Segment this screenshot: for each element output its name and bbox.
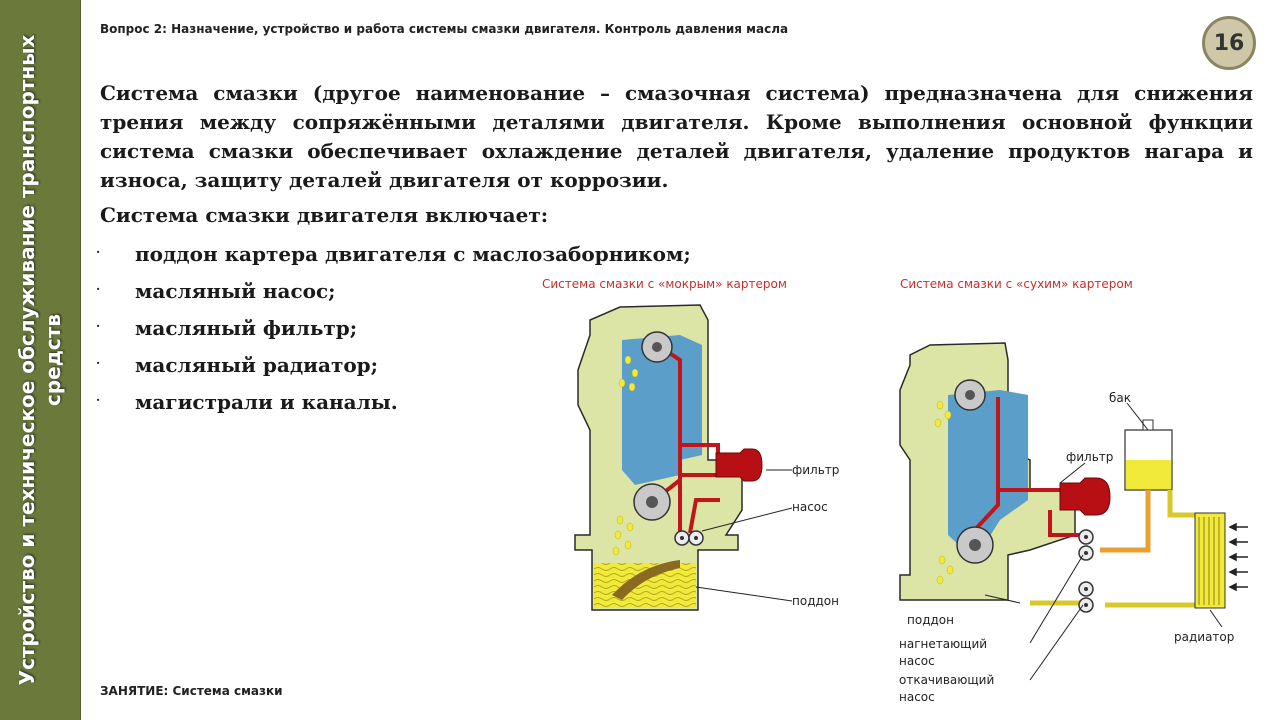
- dry-sump-label: поддон: [907, 613, 954, 627]
- wet-oil-intake: [612, 560, 680, 600]
- dry-scavenge-pump-label-2: насос: [899, 690, 935, 704]
- wet-filter-label: фильтр: [792, 463, 839, 477]
- list-item: · масляный фильтр;: [96, 311, 691, 348]
- dry-oil-radiator: [1194, 512, 1226, 609]
- bullet-icon: ·: [96, 393, 101, 407]
- slide-number-badge: 16: [1202, 16, 1256, 70]
- dry-oil-filter: [1059, 477, 1111, 516]
- dry-oil-lines: [968, 397, 1086, 537]
- bullet-icon: ·: [96, 245, 101, 259]
- list-item-text: масляный фильтр;: [135, 316, 358, 340]
- dry-pressure-pump: [1078, 529, 1094, 561]
- wet-oil-filter: [715, 448, 763, 482]
- lesson-footer: ЗАНЯТИЕ: Система смазки: [100, 684, 283, 698]
- bullet-icon: ·: [96, 319, 101, 333]
- list-item-text: масляный насос;: [135, 279, 336, 303]
- list-item-text: масляный радиатор;: [135, 353, 379, 377]
- list-item-text: магистрали и каналы.: [135, 390, 398, 414]
- list-item: · масляный радиатор;: [96, 348, 691, 385]
- wet-camshaft: [641, 331, 673, 363]
- list-item-text: поддон картера двигателя с маслозаборник…: [135, 242, 691, 266]
- wet-sump-title: Система смазки с «мокрым» картером: [542, 277, 787, 291]
- dry-oil-gallery: [948, 390, 1028, 560]
- components-list: · поддон картера двигателя с маслозаборни…: [96, 237, 691, 422]
- bullet-icon: ·: [96, 282, 101, 296]
- list-item: · масляный насос;: [96, 274, 691, 311]
- dry-filter-label: фильтр: [1066, 450, 1113, 464]
- wet-oil-drops: [612, 355, 639, 556]
- dry-pressure-pump-label: нагнетающий: [899, 637, 987, 651]
- dry-scavenge-pump-label: откачивающий: [899, 673, 994, 687]
- dry-crankshaft: [956, 526, 994, 564]
- dry-radiator-label: радиатор: [1174, 630, 1234, 644]
- intro-paragraph: Система смазки (другое наименование – см…: [100, 81, 1253, 192]
- wet-leader-lines: [695, 469, 793, 602]
- dry-sump-diagram: Система смазки с «сухим» картером: [899, 277, 1248, 704]
- wet-oil-pump: [674, 530, 704, 546]
- wet-crankshaft: [633, 483, 671, 521]
- dry-leader-lines: [984, 402, 1223, 681]
- list-item: · магистрали и каналы.: [96, 385, 691, 422]
- wet-pump-label: насос: [792, 500, 828, 514]
- list-item: · поддон картера двигателя с маслозаборни…: [96, 237, 691, 274]
- dry-oil-drops: [934, 400, 954, 585]
- wet-sump-diagram: Система смазки с «мокрым» картером: [542, 277, 839, 611]
- dry-tank-label: бак: [1109, 391, 1131, 405]
- sidebar: Устройство и техническое обслуживание тр…: [0, 0, 81, 720]
- dry-pressure-pump-label-2: насос: [899, 654, 935, 668]
- wet-sump-label: поддон: [792, 594, 839, 608]
- includes-heading: Система смазки двигателя включает:: [100, 203, 549, 227]
- lubrication-diagram: Система смазки с «мокрым» картером: [542, 277, 1248, 704]
- dry-camshaft: [954, 379, 986, 411]
- question-title: Вопрос 2: Назначение, устройство и работ…: [100, 22, 789, 36]
- dry-scavenge-pump: [1078, 581, 1094, 613]
- sidebar-title: Устройство и техническое обслуживание тр…: [15, 34, 65, 686]
- dry-supply-lines: [1100, 490, 1151, 553]
- bullet-icon: ·: [96, 356, 101, 370]
- dry-sump-title: Система смазки с «сухим» картером: [900, 277, 1133, 291]
- dry-air-arrows: [1228, 522, 1248, 592]
